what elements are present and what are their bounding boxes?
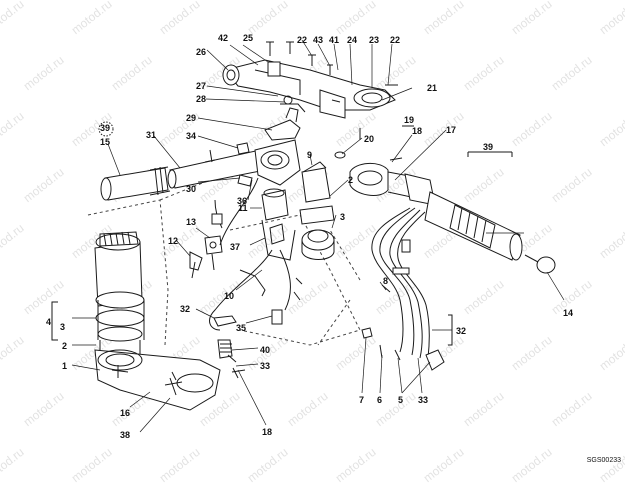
callout-number: 15 (100, 137, 111, 147)
callout-number: 26 (196, 47, 207, 57)
top-bolts (266, 41, 398, 86)
callout-number: 42 (218, 33, 229, 43)
drawing-code: SGS00233 (586, 457, 621, 464)
ignition-switch (261, 161, 335, 261)
callout-number: 4 (46, 317, 52, 327)
callout-number: 10 (224, 291, 235, 301)
callout-number: 41 (329, 35, 340, 45)
callout-number: 24 (347, 35, 358, 45)
fork-assembly (94, 231, 221, 411)
callout-number: 38 (120, 430, 131, 440)
small-hardware (334, 128, 403, 161)
callout-number: 22 (297, 35, 308, 45)
callout-number: 33 (418, 395, 429, 405)
callout-number: 22 (390, 35, 401, 45)
callout-number: 8 (383, 276, 389, 286)
callout-number: 20 (364, 134, 375, 144)
group-brackets (51, 125, 513, 346)
callout-number: 40 (260, 345, 271, 355)
callout-number: 13 (186, 217, 197, 227)
callout-number: 39 (483, 142, 494, 152)
left-handlebar (167, 142, 266, 189)
right-handlebar (349, 163, 556, 274)
ref-39-circle (98, 121, 114, 137)
callout-number: 28 (196, 94, 207, 104)
callout-number: 19 (404, 115, 415, 125)
callout-number: 3 (60, 322, 66, 332)
callout-number: 3 (340, 212, 346, 222)
upper-bracket (222, 59, 396, 119)
callout-number: 32 (456, 326, 467, 336)
callout-number: 17 (446, 125, 457, 135)
callout-number: 33 (260, 361, 271, 371)
callout-number: 2 (62, 341, 68, 351)
callout-number: 39 (100, 123, 111, 133)
callout-number: 7 (359, 395, 365, 405)
callout-number: 34 (186, 131, 197, 141)
callout-number: 2 (348, 175, 354, 185)
callout-number: 29 (186, 113, 197, 123)
callout-number: 25 (243, 33, 254, 43)
callout-number: 35 (236, 323, 247, 333)
callout-number: 18 (262, 427, 273, 437)
ignition-keys (189, 235, 223, 279)
left-grip (100, 166, 171, 201)
callout-number: 36 (237, 196, 248, 206)
callout-number: 14 (563, 308, 574, 318)
callout-number: 18 (412, 126, 423, 136)
mounting-plate-outline (87, 179, 361, 346)
left-wiring (209, 177, 303, 379)
callout-number: 23 (369, 35, 380, 45)
callout-number: 5 (398, 395, 404, 405)
leader-lines (71, 39, 565, 433)
callout-number: 16 (120, 408, 131, 418)
callout-number: 37 (230, 242, 241, 252)
callout-number: 11 (238, 203, 248, 213)
callout-number: 1 (62, 361, 68, 371)
callout-number: 27 (196, 81, 207, 91)
callout-number: 43 (313, 35, 324, 45)
callout-number: 6 (377, 395, 383, 405)
exploded-view-drawing (51, 39, 565, 433)
right-wiring (361, 207, 445, 371)
callout-number: 12 (168, 236, 179, 246)
callout-number: 9 (307, 150, 313, 160)
callout-number: 30 (186, 184, 197, 194)
callout-number: 32 (180, 304, 191, 314)
left-clamp (237, 139, 301, 187)
lever-bracket (264, 107, 301, 141)
callout-number: 21 (427, 83, 438, 93)
callout-number: 31 (146, 130, 157, 140)
